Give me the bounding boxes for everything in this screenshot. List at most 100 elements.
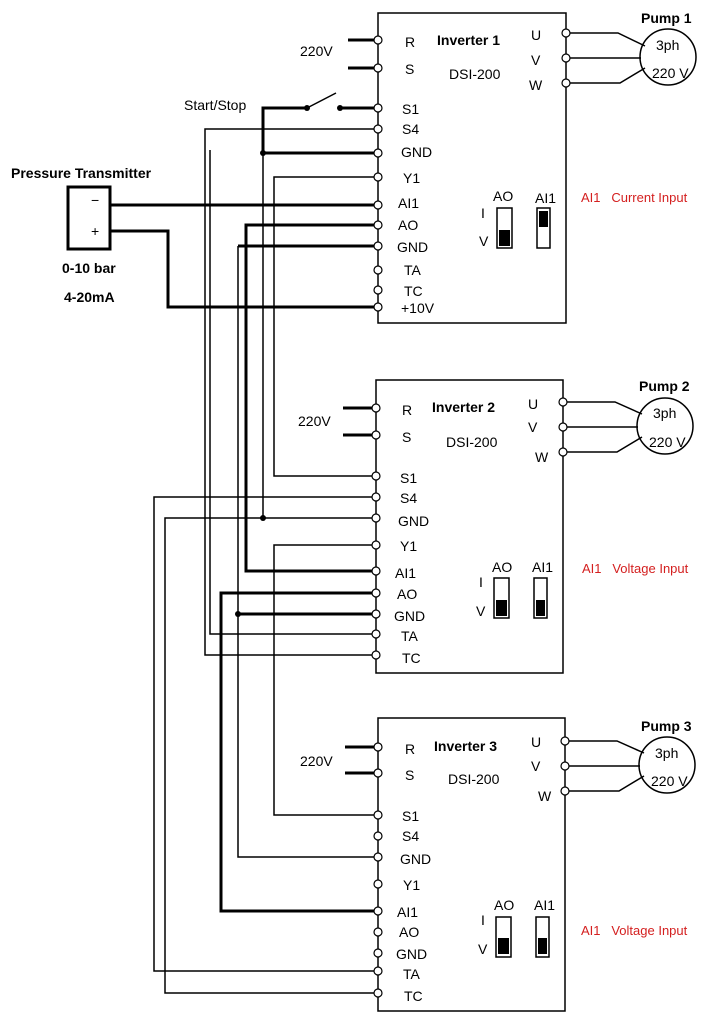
- pump-3-voltage: 220 V: [651, 773, 688, 789]
- terminal: [373, 241, 383, 251]
- inv2-gnd: GND: [398, 513, 429, 529]
- inverter-2: Inverter 2 DSI-200 220V R S U V W S1 S4 …: [298, 396, 689, 666]
- inverter-1-model: DSI-200: [449, 66, 501, 82]
- terminal: [373, 948, 383, 958]
- terminal: [560, 736, 570, 746]
- inv2-ta: TA: [401, 628, 419, 644]
- terminal: [371, 471, 381, 481]
- inv1-ai1-switch-label: AI1: [535, 190, 556, 206]
- pressure-transmitter: Pressure Transmitter − + 0-10 bar 4-20mA: [11, 165, 152, 305]
- inv3-y1: Y1: [403, 877, 420, 893]
- inverter-2-title: Inverter 2: [432, 399, 495, 415]
- inv2-gnd2: GND: [394, 608, 425, 624]
- terminal: [373, 220, 383, 230]
- terminal: [371, 513, 381, 523]
- terminal: [373, 63, 383, 73]
- inv2-ao-switch-knob: [496, 600, 507, 616]
- transmitter-plus: +: [91, 223, 99, 239]
- pump-3-label: Pump 3: [641, 718, 692, 734]
- inv3-ai1-switch-knob: [538, 938, 547, 954]
- inverter-2-box: [375, 379, 564, 674]
- terminal: [373, 172, 383, 182]
- terminal: [373, 103, 383, 113]
- inv3-ao: AO: [399, 924, 419, 940]
- pump-3-motor: [638, 736, 696, 794]
- inv1-ai1: AI1: [398, 195, 419, 211]
- transmitter-title: Pressure Transmitter: [11, 165, 152, 181]
- inv3-ao-switch-label: AO: [494, 897, 514, 913]
- inv3-ao-switch-knob: [498, 938, 509, 954]
- inv2-ai1-mode: AI1 Voltage Input: [582, 561, 689, 576]
- inv2-s1: S1: [400, 470, 417, 486]
- pump-1-label: Pump 1: [641, 10, 692, 26]
- transmitter-body: [66, 185, 112, 251]
- inv3-switch-v: V: [478, 941, 488, 957]
- terminal: [371, 492, 381, 502]
- pump-1-voltage: 220 V: [652, 65, 689, 81]
- inv3-gnd2: GND: [396, 946, 427, 962]
- inverter-3-w: W: [538, 788, 552, 804]
- terminal: [373, 927, 383, 937]
- terminal: [371, 588, 381, 598]
- terminal: [373, 988, 383, 998]
- terminal: [558, 397, 568, 407]
- pump-2: Pump 2 3ph 220 V: [636, 378, 694, 455]
- pump-2-phase: 3ph: [653, 405, 676, 421]
- terminal: [373, 966, 383, 976]
- inv3-s1: S1: [402, 808, 419, 824]
- inv1-10v: +10V: [401, 300, 435, 316]
- inverter-3-r: R: [405, 741, 415, 757]
- inv2-s4: S4: [400, 490, 417, 506]
- inverter-3-s: S: [405, 767, 414, 783]
- power-wires: [343, 38, 377, 775]
- terminal: [373, 879, 383, 889]
- inverter-3-v: V: [531, 758, 541, 774]
- terminal: [558, 447, 568, 457]
- start-stop-label: Start/Stop: [184, 97, 246, 113]
- inv1-gnd2: GND: [397, 239, 428, 255]
- inverter-2-model: DSI-200: [446, 434, 498, 450]
- terminal: [373, 810, 383, 820]
- inv3-ta: TA: [403, 966, 421, 982]
- terminal: [560, 761, 570, 771]
- inverter-3: Inverter 3 DSI-200 220V R S U V W S1 S4 …: [300, 734, 688, 1004]
- terminal: [373, 148, 383, 158]
- inv1-ao: AO: [398, 217, 418, 233]
- inverter-1: Inverter 1 DSI-200 220V R S U V W S1 S4 …: [300, 27, 688, 316]
- inv1-ao-switch-knob: [499, 230, 510, 246]
- transmitter-signal: 4-20mA: [64, 289, 115, 305]
- inverter-2-s: S: [402, 429, 411, 445]
- terminal: [371, 403, 381, 413]
- inverter-1-title: Inverter 1: [437, 32, 500, 48]
- inv1-ao-switch-label: AO: [493, 188, 513, 204]
- pump-3: Pump 3 3ph 220 V: [638, 718, 696, 794]
- terminal: [373, 852, 383, 862]
- terminal: [558, 422, 568, 432]
- terminal: [373, 768, 383, 778]
- inverter-1-r: R: [405, 34, 415, 50]
- inv3-tc: TC: [404, 988, 423, 1004]
- terminal: [371, 609, 381, 619]
- inv1-switch-v: V: [479, 233, 489, 249]
- terminal: [371, 430, 381, 440]
- terminal: [373, 265, 383, 275]
- inverter-1-v: V: [531, 52, 541, 68]
- terminal: [371, 629, 381, 639]
- inv1-s1: S1: [402, 101, 419, 117]
- inv2-ai1-switch-label: AI1: [532, 559, 553, 575]
- terminal: [561, 78, 571, 88]
- inverter-2-supply: 220V: [298, 413, 331, 429]
- terminal: [373, 831, 383, 841]
- transmitter-minus: −: [91, 192, 99, 208]
- transmitter-range: 0-10 bar: [62, 260, 116, 276]
- inverter-1-supply: 220V: [300, 43, 333, 59]
- inv1-y1: Y1: [403, 170, 420, 186]
- inv1-ta: TA: [404, 262, 422, 278]
- inv2-ai1: AI1: [395, 565, 416, 581]
- inv2-ao: AO: [397, 586, 417, 602]
- inv1-switch-i: I: [481, 205, 485, 221]
- pump-3-phase: 3ph: [655, 745, 678, 761]
- inverter-2-u: U: [528, 396, 538, 412]
- inverter-1-w: W: [529, 77, 543, 93]
- inv1-s4: S4: [402, 121, 419, 137]
